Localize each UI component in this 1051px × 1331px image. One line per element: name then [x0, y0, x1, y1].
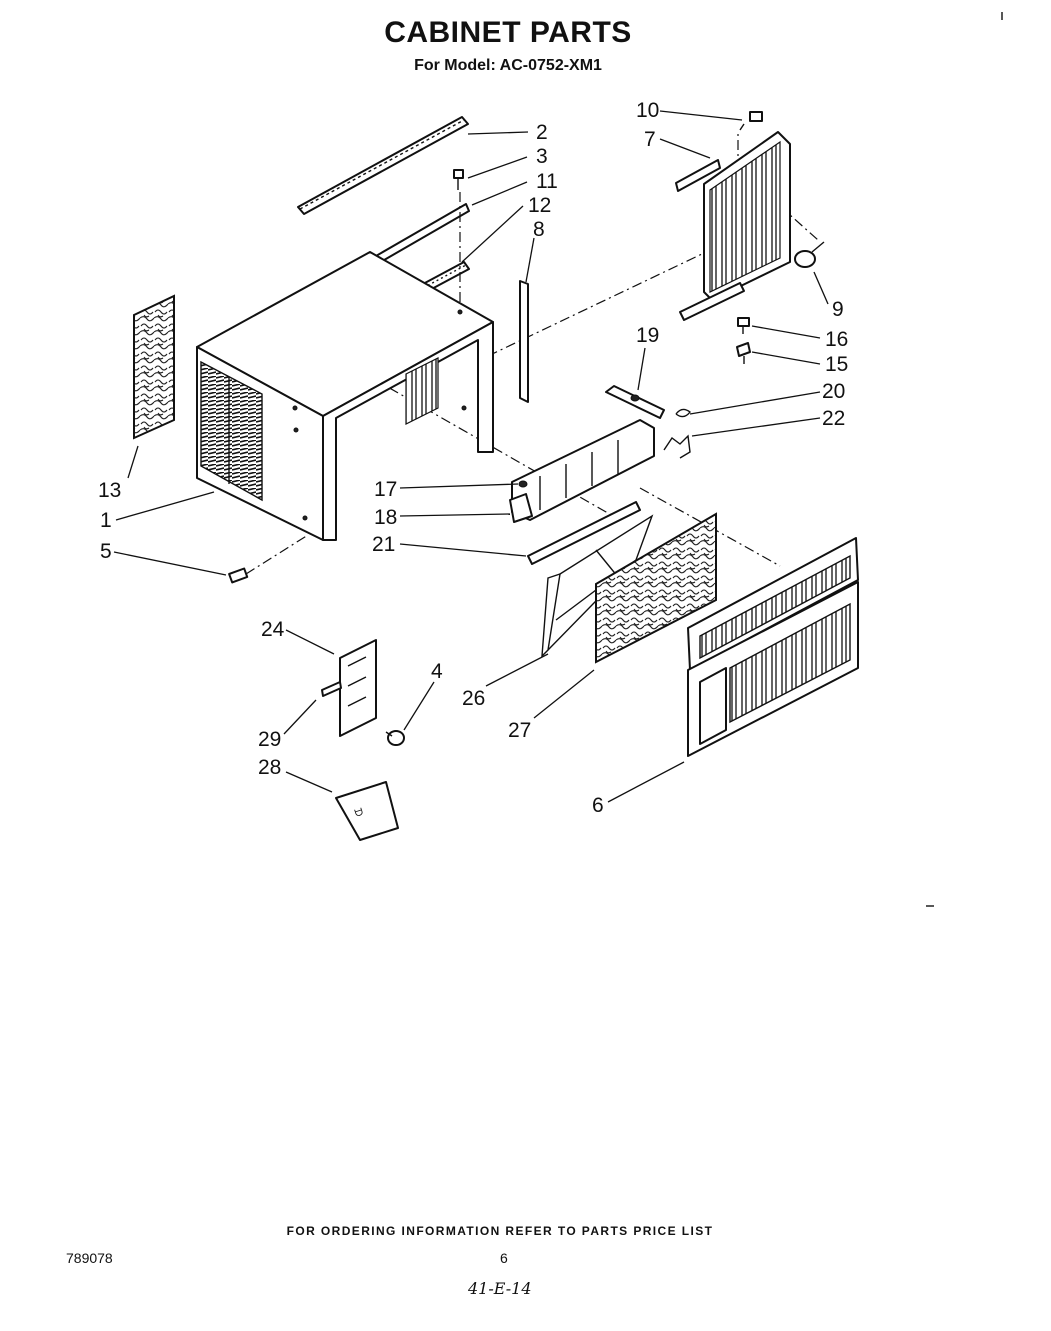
callout-8: 8 — [533, 218, 545, 241]
callout-22: 22 — [822, 407, 845, 430]
part-24-strip — [527, 501, 641, 565]
part-1-cabinet — [196, 251, 494, 541]
callout-9: 9 — [832, 298, 844, 321]
model-subtitle: For Model: AC-0752-XM1 — [414, 57, 602, 74]
callout-21: 24 — [261, 618, 285, 641]
callout-5: 5 — [100, 540, 112, 563]
part-15-clip — [736, 342, 751, 364]
callout-12: 12 — [528, 194, 551, 217]
svg-text:ᗨ: ᗨ — [354, 807, 365, 820]
callout-15: 15 — [825, 353, 848, 376]
part-21-bracket — [339, 639, 377, 737]
callout-2: 2 — [536, 121, 548, 144]
document-number: 789078 — [66, 1250, 113, 1266]
callout-11: 4 — [431, 660, 443, 683]
part-20-clip — [675, 408, 691, 418]
callout-20: 20 — [822, 380, 845, 403]
part-8-bracket — [519, 280, 529, 403]
callout-17: 17 — [374, 478, 397, 501]
callout-28: 28 — [258, 756, 281, 779]
callout-4: 11 — [536, 170, 558, 193]
callout-24: 21 — [372, 533, 395, 556]
callout-16: 16 — [825, 328, 848, 351]
part-2-top-rail — [297, 116, 469, 215]
callout-10: 10 — [636, 99, 659, 122]
callout-6: 6 — [592, 794, 604, 817]
part-11-knob — [385, 730, 405, 746]
part-22-spring — [663, 434, 691, 459]
part-16-screw — [737, 317, 750, 334]
leader-lines — [113, 110, 829, 803]
callout-19: 19 — [636, 324, 659, 347]
callout-18: 18 — [374, 506, 397, 529]
part-7-rear-grille — [675, 131, 791, 321]
callout-1: 1 — [100, 509, 112, 532]
part-3-screw — [453, 169, 464, 190]
callout-29: 29 — [258, 728, 281, 751]
page-number: 6 — [500, 1250, 508, 1266]
callout-3: 3 — [536, 145, 548, 168]
part-29-pin — [321, 681, 342, 697]
handwritten-note: 41-E-14 — [468, 1279, 532, 1298]
part-9-knob — [794, 241, 825, 268]
part-19-lever — [605, 385, 665, 419]
callout-26: 26 — [462, 687, 485, 710]
callout-27: 27 — [508, 719, 531, 742]
part-10-screw — [739, 111, 763, 131]
callout-7: 7 — [644, 128, 656, 151]
ordering-note: FOR ORDERING INFORMATION REFER TO PARTS … — [286, 1224, 714, 1238]
part-6-front-panel — [687, 537, 859, 757]
part-28-label: ᗨ — [335, 781, 399, 841]
page-title: CABINET PARTS — [384, 16, 632, 49]
part-5-screw — [228, 567, 249, 584]
callout-13: 13 — [98, 479, 121, 502]
part-13-filter — [133, 294, 175, 440]
guide-line — [245, 534, 309, 575]
part-27-filter — [595, 512, 717, 664]
part-17-18-damper — [509, 419, 655, 523]
guide-line — [487, 211, 791, 357]
callout-labels: 2 3 11 12 8 10 7 9 16 15 19 20 22 17 18 … — [98, 99, 848, 817]
